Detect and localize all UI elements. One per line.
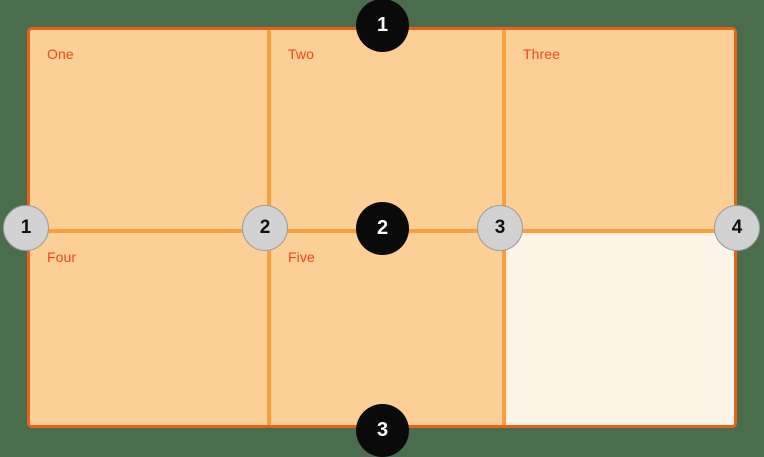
column-line-marker-1[interactable]: 1 <box>3 205 49 251</box>
grid-area-one[interactable]: One <box>30 30 267 229</box>
row-line-marker-2[interactable]: 2 <box>356 202 409 255</box>
grid-area-label-five: Five <box>288 249 315 265</box>
grid-area-label-two: Two <box>288 46 314 62</box>
grid-area-three[interactable]: Three <box>506 30 734 229</box>
row-line-marker-1[interactable]: 1 <box>356 0 409 52</box>
column-line-marker-3[interactable]: 3 <box>477 205 523 251</box>
grid-area-four[interactable]: Four <box>30 233 267 425</box>
row-line-marker-3[interactable]: 3 <box>356 404 409 457</box>
grid-area-two[interactable]: Two <box>271 30 502 229</box>
column-line-marker-2[interactable]: 2 <box>242 205 288 251</box>
grid-area-label-three: Three <box>523 46 561 62</box>
grid-area-label-one: One <box>47 46 74 62</box>
grid-area-empty[interactable] <box>506 233 734 425</box>
column-line-marker-4[interactable]: 4 <box>714 205 760 251</box>
grid-area-five[interactable]: Five <box>271 233 502 425</box>
grid-area-label-four: Four <box>47 249 77 265</box>
